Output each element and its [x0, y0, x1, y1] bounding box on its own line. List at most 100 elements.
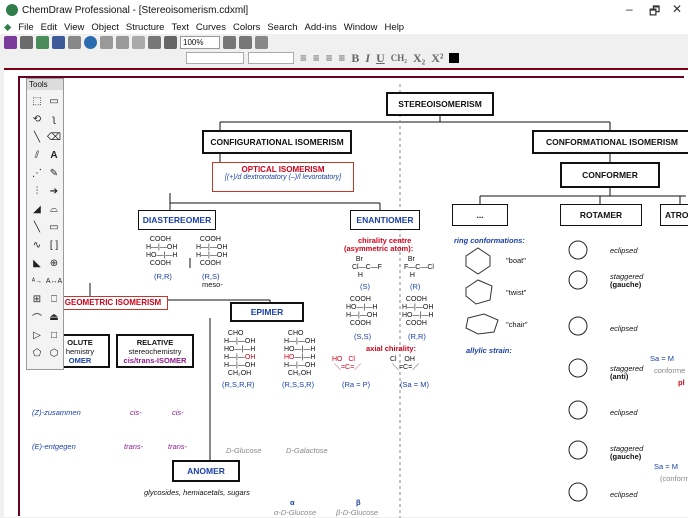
cut-icon[interactable]: [132, 35, 145, 49]
diastereomer-box[interactable]: DIASTEREOMER: [138, 210, 216, 230]
menu-object[interactable]: Object: [91, 21, 119, 33]
hashed-bond-tool-icon[interactable]: ⫶: [35, 185, 39, 197]
tools-palette[interactable]: Tools ⬚ ▭ ⟲ ʅ ╲ ⌫ ⫽ A ⋰ ✎ ⫶ ➔ ◢ ⌓ ╲ ▭ ∿ …: [26, 78, 64, 370]
font-select[interactable]: [186, 52, 244, 64]
menu-curves[interactable]: Curves: [195, 21, 226, 33]
paste-icon[interactable]: [164, 35, 177, 49]
zoom-select[interactable]: 100%: [180, 35, 220, 49]
atropisomer-box[interactable]: ATRO: [660, 204, 688, 226]
anomer-description: glycosides, hemiacetals, sugars: [144, 488, 250, 497]
chain-tool-icon[interactable]: ʅ: [52, 113, 56, 125]
justify-icon[interactable]: ≡: [338, 50, 346, 65]
formula-button[interactable]: CH₂: [390, 53, 407, 63]
enantiomer-box[interactable]: ENANTIOMER: [350, 210, 420, 230]
template-icon[interactable]: [36, 35, 49, 49]
geometric-isomerism-box[interactable]: GEOMETRIC ISOMERISM: [58, 296, 168, 310]
pentagon-ring-tool-icon[interactable]: ⬠: [32, 347, 42, 359]
staggered-label-1: staggered: [610, 272, 644, 281]
open-icon[interactable]: [20, 35, 33, 49]
epimer-box[interactable]: EPIMER: [230, 302, 304, 322]
relative-isomer-box[interactable]: RELATIVE stereochemistry cis/trans-ISOME…: [116, 334, 194, 368]
new-doc-icon[interactable]: [4, 35, 17, 49]
menu-edit[interactable]: Edit: [40, 21, 57, 33]
configurational-isomerism-box[interactable]: CONFIGURATIONAL ISOMERISM: [202, 130, 352, 154]
eraser-tool-icon[interactable]: ⌫: [46, 131, 62, 143]
zoom-out-icon[interactable]: [239, 35, 252, 49]
more-box[interactable]: ...: [452, 204, 508, 226]
window-title: ChemDraw Professional - [Stereoisomerism…: [22, 4, 249, 16]
molecule-r-bromo: Br F—C—Cl H: [404, 256, 434, 279]
zoom-in-icon[interactable]: [223, 35, 236, 49]
undo-icon[interactable]: [100, 35, 113, 49]
menu-help[interactable]: Help: [384, 21, 405, 33]
menu-text[interactable]: Text: [171, 21, 189, 33]
menu-file[interactable]: File: [18, 21, 34, 33]
restore-button[interactable]: 🗗: [649, 4, 661, 18]
italic-button[interactable]: I: [365, 50, 371, 65]
mechanism-tool-icon[interactable]: ᴬ→: [31, 277, 43, 285]
triangle-ring-tool-icon[interactable]: ▷: [33, 329, 41, 341]
rectangle-tool-icon[interactable]: ▭: [49, 221, 59, 233]
menu-view[interactable]: View: [64, 21, 85, 33]
rotate-tool-icon[interactable]: ⟲: [32, 113, 42, 125]
template-tool-icon[interactable]: ⎕: [51, 293, 57, 305]
rotamer-box[interactable]: ROTAMER: [560, 204, 642, 226]
close-button[interactable]: ✕: [672, 2, 683, 16]
menu-app-icon[interactable]: ◆: [4, 21, 12, 33]
fit-icon[interactable]: [255, 35, 268, 49]
minimize-button[interactable]: –: [626, 2, 633, 16]
bond-tool-icon[interactable]: ╲: [33, 131, 41, 143]
superscript-button[interactable]: X²: [431, 50, 444, 65]
arrow-tool-icon[interactable]: ➔: [49, 185, 59, 197]
color-swatch[interactable]: [449, 53, 460, 63]
wavy-bond-tool-icon[interactable]: ∿: [32, 239, 42, 251]
bold-button[interactable]: B: [351, 50, 360, 65]
curve-tool-icon[interactable]: ⌒: [32, 313, 42, 325]
copy-icon[interactable]: [148, 35, 161, 49]
stamp-tool-icon[interactable]: ⏏: [49, 311, 59, 323]
redo-icon[interactable]: [116, 35, 129, 49]
size-select[interactable]: [248, 52, 294, 64]
conformer-box[interactable]: CONFORMER: [560, 162, 660, 188]
align-center-icon[interactable]: ≡: [312, 50, 320, 65]
wedge-bond-tool-icon[interactable]: ◢: [33, 203, 41, 215]
alpha-glucose-label: α-D-Glucose: [274, 508, 317, 517]
drawing-area[interactable]: STEREOISOMERISM CONFIGURATIONAL ISOMERIS…: [18, 76, 688, 518]
help-icon[interactable]: [84, 35, 97, 49]
document-canvas[interactable]: STEREOISOMERISM CONFIGURATIONAL ISOMERIS…: [4, 68, 688, 518]
subscript-button[interactable]: X₂: [412, 50, 426, 65]
bold-bond-tool-icon[interactable]: ╲: [33, 221, 41, 233]
underline-button[interactable]: U: [376, 50, 385, 65]
text-tool-icon[interactable]: A: [50, 149, 58, 161]
atom-map-tool-icon[interactable]: A↔A: [45, 277, 63, 285]
square-ring-tool-icon[interactable]: □: [50, 329, 58, 341]
optical-isomerism-box[interactable]: OPTICAL ISOMERISM [(+)/d dextrorotatory …: [212, 162, 354, 192]
dashed-bond-tool-icon[interactable]: ⋰: [32, 167, 42, 179]
menu-colors[interactable]: Colors: [232, 21, 261, 33]
absolute-sub2: OMER: [68, 355, 92, 365]
align-left-icon[interactable]: ≡: [300, 50, 307, 65]
stereoisomerism-box[interactable]: STEREOISOMERISM: [386, 92, 494, 116]
marquee-tool-icon[interactable]: ▭: [49, 95, 59, 107]
label-rr2: (R,R): [408, 332, 426, 341]
menu-add-ins[interactable]: Add-ins: [304, 21, 337, 33]
orbital-tool-icon[interactable]: ⌓: [50, 203, 58, 215]
format-toolbar: ≡ ≡ ≡ ≡ B I U CH₂ X₂ X²: [0, 50, 688, 66]
print-icon[interactable]: [68, 35, 81, 49]
lasso-tool-icon[interactable]: ⬚: [32, 95, 42, 107]
align-right-icon[interactable]: ≡: [325, 50, 333, 65]
save-icon[interactable]: [52, 35, 65, 49]
anomer-box[interactable]: ANOMER: [172, 460, 240, 482]
menu-structure[interactable]: Structure: [125, 21, 165, 33]
menu-search[interactable]: Search: [267, 21, 298, 33]
hexagon-ring-tool-icon[interactable]: ⬡: [49, 347, 59, 359]
bracket-tool-icon[interactable]: [ ]: [49, 239, 59, 251]
charge-tool-icon[interactable]: ⊕: [49, 257, 59, 269]
stereo-bond-tool-icon[interactable]: ◣: [33, 257, 41, 269]
table-tool-icon[interactable]: ⊞: [32, 293, 42, 305]
cis-label-2: cis-: [172, 408, 184, 417]
pen-tool-icon[interactable]: ✎: [49, 167, 59, 179]
menu-window[interactable]: Window: [343, 21, 378, 33]
conformational-isomerism-box[interactable]: CONFORMATIONAL ISOMERISM: [532, 130, 688, 154]
double-bond-tool-icon[interactable]: ⫽: [34, 149, 40, 161]
